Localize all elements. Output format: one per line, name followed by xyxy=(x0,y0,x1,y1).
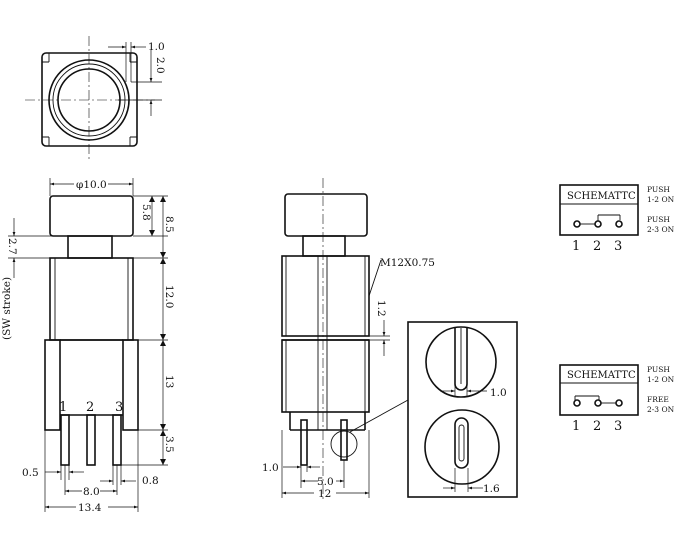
side-view: M12X0.75 1.2 1.0 5.0 12 xyxy=(262,178,435,500)
schematic-1-mode2-label: PUSH xyxy=(647,215,670,224)
dim-stroke: 2.7 xyxy=(6,238,18,255)
schematic-1-pin-1: 1 xyxy=(572,239,580,254)
dim-cap-diameter: φ10.0 xyxy=(76,179,107,191)
dim-body: 12.0 xyxy=(163,285,175,308)
dim-pin-width: 0.5 xyxy=(22,467,39,479)
schematic-2: SCHEMATTC 1 2 3 PUSH 1-2 ON FREE 2-3 ON xyxy=(559,364,675,434)
schematic-2-mode1-label: PUSH xyxy=(647,365,670,374)
schematic-2-pin-1: 1 xyxy=(572,419,580,434)
dim-slot-top: 1.0 xyxy=(490,387,507,399)
front-view: 1 2 3 φ10.0 5.8 8.5 12.0 13 3.5 2.7 ( xyxy=(1,178,175,514)
schematic-2-mode2-value: 2-3 ON xyxy=(647,405,675,414)
dim-slot-bottom: 1.6 xyxy=(483,483,500,495)
schematic-1-mode1-label: PUSH xyxy=(647,185,670,194)
schematic-2-mode2-label: FREE xyxy=(647,395,669,404)
dim-cap-height: 5.8 xyxy=(140,204,152,221)
dim-side-pin-width: 1.0 xyxy=(262,462,279,474)
schematic-1-title: SCHEMATTC xyxy=(567,191,636,202)
front-pin-label-1: 1 xyxy=(59,400,67,415)
stroke-note: (SW stroke) xyxy=(1,277,13,340)
dim-frame: 13 xyxy=(163,375,175,388)
schematic-1-mode2-value: 2-3 ON xyxy=(647,225,675,234)
front-pin-label-2: 2 xyxy=(86,400,94,415)
dim-pin-length: 3.5 xyxy=(163,436,175,453)
schematic-2-mode1-value: 1-2 ON xyxy=(647,375,675,384)
dim-side-total: 12 xyxy=(318,488,331,500)
dim-pin-pitch: 8.0 xyxy=(83,486,100,498)
dim-total-width: 13.4 xyxy=(78,502,102,514)
dim-pin-offset: 1.0 xyxy=(148,41,165,53)
dim-cap-total: 8.5 xyxy=(163,216,175,233)
schematic-2-title: SCHEMATTC xyxy=(567,370,636,381)
schematic-2-pin-3: 3 xyxy=(614,419,622,434)
dim-thread-gap: 1.2 xyxy=(375,300,387,317)
front-pin-label-3: 3 xyxy=(115,400,123,415)
schematic-1-pin-2: 2 xyxy=(593,239,601,254)
thread-label: M12X0.75 xyxy=(380,257,435,269)
top-view: 1.0 2.0 xyxy=(25,36,166,160)
dim-pin-thickness: 0.8 xyxy=(142,475,159,487)
schematic-2-pin-2: 2 xyxy=(593,419,601,434)
dim-side-pin-pos: 5.0 xyxy=(317,476,334,488)
dim-pin-spacing: 2.0 xyxy=(154,57,166,74)
schematic-1-pin-3: 3 xyxy=(614,239,622,254)
schematic-1: SCHEMATTC 1 2 3 PUSH 1-2 ON PUSH 2-3 ON xyxy=(559,184,675,254)
schematic-1-mode1-value: 1-2 ON xyxy=(647,195,675,204)
detail-view: 1.0 1.6 xyxy=(407,321,518,498)
